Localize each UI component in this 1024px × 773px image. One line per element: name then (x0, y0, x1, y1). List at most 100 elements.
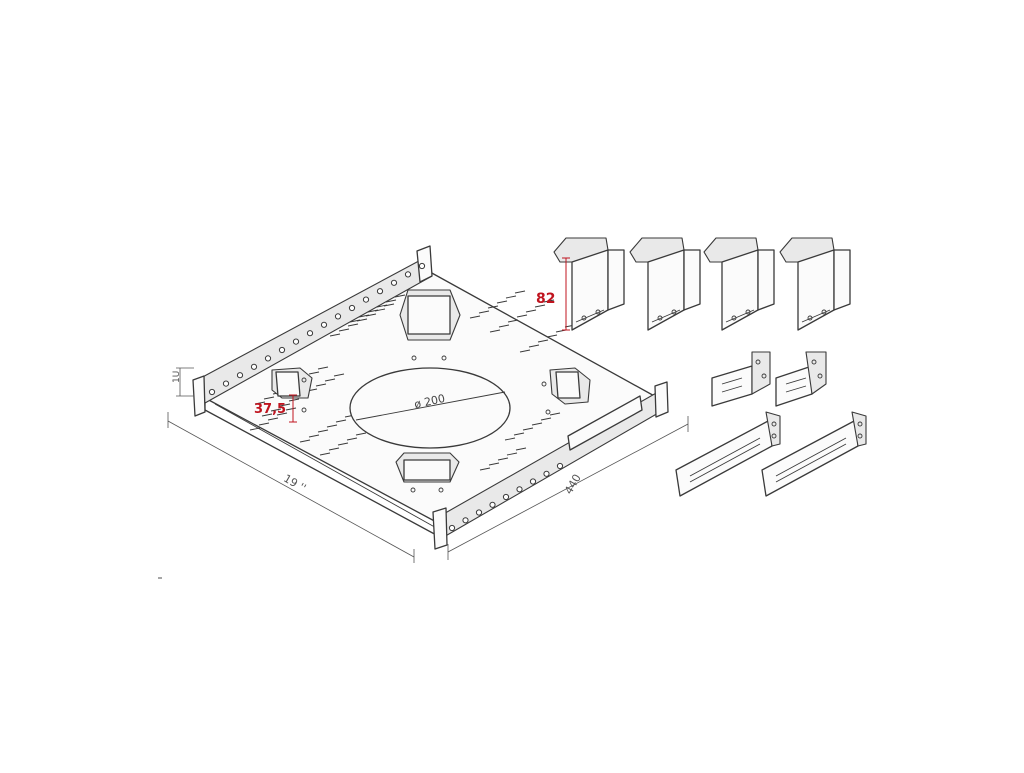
cutout-height-label: 37,5 (254, 402, 286, 417)
vent-slot (261, 413, 273, 417)
vent-slot (337, 442, 349, 446)
mount-holes (301, 355, 551, 493)
dimension-37-5: 37,5 (254, 394, 297, 423)
rail-hole (334, 313, 342, 320)
fan-brackets-set (553, 237, 851, 331)
vent-slot (279, 403, 291, 407)
vent-slot (515, 447, 527, 451)
rail-hole (320, 321, 328, 328)
vent-slot (315, 383, 327, 387)
vent-slot (489, 329, 501, 333)
vent-slot (513, 432, 525, 436)
rail-hole (404, 271, 412, 278)
vent-slot (469, 315, 481, 319)
small-l-bracket-left (711, 351, 771, 407)
vent-slot (546, 334, 558, 338)
rail-hole (306, 330, 314, 337)
right-rack-ear (432, 507, 448, 550)
rail-hole (250, 363, 258, 370)
rail-hole (264, 355, 272, 362)
vent-slot (525, 309, 537, 313)
vent-slot (317, 366, 329, 370)
vent-slot (497, 457, 509, 461)
right-rail-holes (448, 462, 564, 532)
left-rack-ear (192, 375, 206, 417)
vent-slot (505, 295, 517, 299)
vent-slot (308, 371, 320, 375)
rail-hole (448, 524, 456, 532)
rail-hole (475, 509, 483, 516)
vent-slot (531, 422, 543, 426)
vent-slot (488, 462, 500, 466)
rail-hole (278, 346, 286, 354)
vent-slot (319, 452, 331, 456)
small-l-bracket-right (775, 351, 827, 407)
rail-hole (222, 380, 230, 387)
vent-slot (394, 294, 406, 298)
rail-hole (502, 493, 510, 501)
long-rail-left (675, 411, 781, 497)
vent-slot (549, 412, 561, 416)
rail-hole (390, 279, 398, 286)
vent-slot (258, 422, 270, 426)
vent-slot (355, 432, 367, 436)
cutout-diameter-line (355, 391, 506, 421)
fan-bracket-4 (779, 237, 851, 331)
vent-slot (263, 396, 275, 400)
rail-hole (208, 388, 216, 396)
rail-hole (462, 517, 469, 524)
rack-shelf: ø 200 (192, 245, 669, 550)
rail-hole (529, 478, 537, 485)
round-cutout (349, 367, 511, 449)
depth-label: 440 (562, 472, 584, 497)
fan-bracket-2 (629, 237, 701, 331)
dimension-82: 82 (536, 257, 570, 331)
height-1u-label: 1U (172, 371, 182, 383)
vent-slot (507, 319, 519, 323)
installed-bracket-front (395, 452, 460, 483)
installed-bracket-back (399, 289, 461, 341)
vent-slot (385, 299, 397, 303)
right-mounting-rail (432, 381, 669, 550)
vent-slot (347, 323, 359, 327)
rail-hole (376, 288, 384, 295)
rail-hole (489, 501, 496, 508)
left-rear-ear (416, 245, 433, 283)
vent-slot (534, 304, 546, 308)
vent-slot (333, 373, 345, 377)
vent-slot (506, 452, 518, 456)
vent-slot (317, 429, 329, 433)
vent-slot (514, 290, 526, 294)
vent-slot (346, 437, 358, 441)
vent-slot (504, 437, 516, 441)
installed-bracket-left (271, 367, 313, 399)
vent-slot (276, 412, 288, 416)
long-rail-right (761, 411, 867, 497)
rail-hole (418, 262, 426, 270)
rail-hole (348, 304, 356, 312)
vent-slot (522, 427, 534, 431)
vent-slot (478, 310, 490, 314)
vent-slot (308, 434, 320, 438)
vent-slot (299, 439, 311, 443)
vent-slot (249, 427, 261, 431)
fan-bracket-1 (553, 237, 625, 331)
rail-hole (516, 486, 523, 493)
vent-slot (528, 344, 540, 348)
vent-slot (540, 417, 552, 421)
vent-slot (326, 424, 338, 428)
vent-slot (516, 314, 528, 318)
vent-slot (328, 447, 340, 451)
dimension-1u: 1U (172, 367, 194, 397)
bracket-height-label: 82 (536, 291, 555, 307)
diameter-label: ø 200 (413, 392, 446, 411)
vent-slot (349, 319, 361, 323)
vent-slot (288, 398, 300, 402)
vent-slot (338, 328, 350, 332)
rail-hole (556, 462, 564, 470)
fan-bracket-3 (703, 237, 775, 331)
right-rear-ear (654, 381, 669, 418)
vent-slot (496, 300, 508, 304)
installed-bracket-right (549, 367, 591, 405)
rail-hole (292, 338, 300, 345)
